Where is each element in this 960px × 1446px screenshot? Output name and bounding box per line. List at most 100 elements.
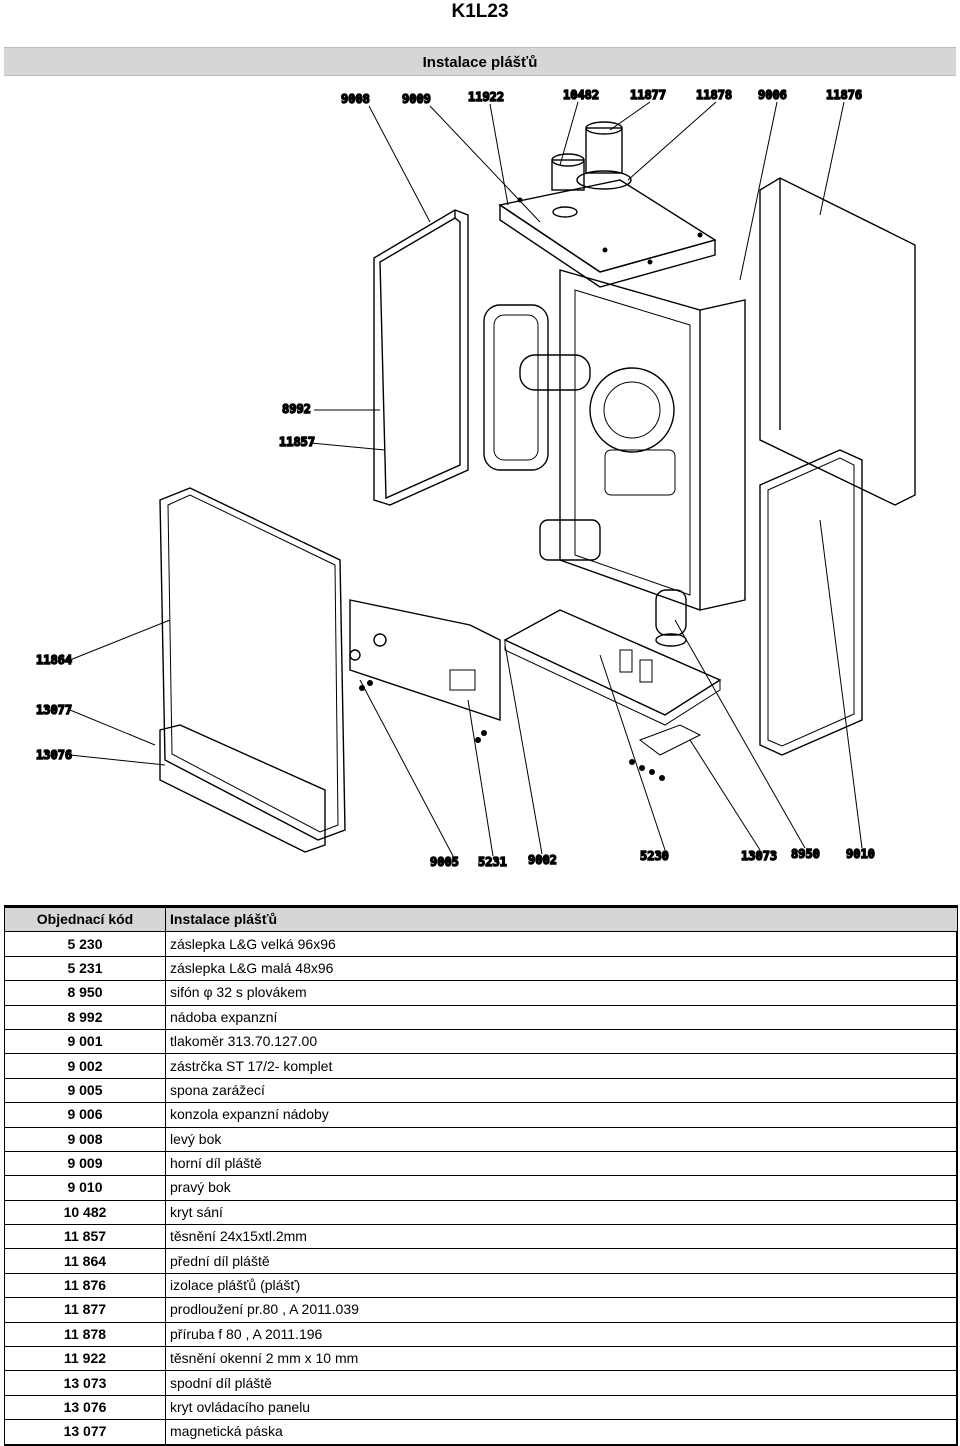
description: příruba f 80 , A 2011.196 xyxy=(165,1321,958,1348)
order-code: 9 010 xyxy=(4,1175,166,1201)
callout-11876: 11876 xyxy=(826,88,862,102)
description: spona zarážecí xyxy=(165,1077,958,1104)
header-order-code: Objednací kód xyxy=(4,904,166,933)
description: nádoba expanzní xyxy=(165,1004,958,1030)
callout-8950: 8950 xyxy=(791,847,820,861)
description: těsnění okenní 2 mm x 10 mm xyxy=(165,1346,958,1372)
bottom-cover-strip xyxy=(159,724,326,853)
top-cover xyxy=(498,179,717,288)
description: pravý bok xyxy=(165,1175,958,1201)
order-code: 11 864 xyxy=(4,1248,166,1274)
bottom-callouts: 9005 5231 9002 5230 13073 8950 9010 xyxy=(429,846,875,869)
left-side-panel xyxy=(373,209,469,506)
order-code: 9 002 xyxy=(4,1053,166,1079)
order-code: 10 482 xyxy=(4,1199,166,1226)
callout-9009: 9009 xyxy=(402,92,431,106)
description: spodní díl pláště xyxy=(165,1370,958,1396)
left-callouts: 8992 11857 11864 13077 13076 xyxy=(35,401,316,762)
description: magnetická páska xyxy=(165,1419,958,1446)
order-code: 9 005 xyxy=(4,1077,166,1104)
callout-9010: 9010 xyxy=(846,847,875,861)
callout-9002: 9002 xyxy=(528,853,557,867)
description: záslepka L&G velká 96x96 xyxy=(165,931,958,957)
screws xyxy=(359,197,703,781)
order-code: 13 073 xyxy=(4,1370,166,1396)
description: zástrčka ST 17/2- komplet xyxy=(165,1053,958,1079)
order-code: 9 001 xyxy=(4,1028,166,1055)
description: levý bok xyxy=(165,1126,958,1152)
order-code: 8 992 xyxy=(4,1004,166,1030)
order-code: 11 878 xyxy=(4,1321,166,1348)
section-title: Instalace plášťů xyxy=(4,47,956,76)
description: kryt sání xyxy=(165,1199,958,1226)
order-code: 13 077 xyxy=(4,1419,166,1446)
callout-11857: 11857 xyxy=(279,435,315,449)
callout-11922: 11922 xyxy=(468,90,504,104)
description: těsnění 24x15xtl.2mm xyxy=(165,1224,958,1250)
callout-9005: 9005 xyxy=(430,855,459,869)
description: prodloužení pr.80 , A 2011.039 xyxy=(165,1297,958,1323)
order-code: 11 857 xyxy=(4,1224,166,1250)
description: horní díl pláště xyxy=(165,1150,958,1177)
order-code: 5 230 xyxy=(4,931,166,957)
description: sifón φ 32 s plovákem xyxy=(165,980,958,1006)
order-code: 8 950 xyxy=(4,980,166,1006)
bottom-tray xyxy=(503,609,722,756)
callout-10482: 10482 xyxy=(563,88,599,102)
siphon xyxy=(655,589,687,647)
flue-pipes xyxy=(551,121,632,191)
callout-5231: 5231 xyxy=(478,855,507,869)
order-code: 9 009 xyxy=(4,1150,166,1177)
callout-11878: 11878 xyxy=(696,88,732,102)
page-title: K1L23 xyxy=(451,1,509,22)
order-code: 9 006 xyxy=(4,1102,166,1128)
callout-11864: 11864 xyxy=(36,653,72,667)
right-side-panel xyxy=(759,449,863,756)
order-code: 11 877 xyxy=(4,1297,166,1323)
exploded-assembly-drawing: 9008 9009 11922 10482 11877 11878 9006 1… xyxy=(0,78,960,878)
callout-8992: 8992 xyxy=(282,402,311,416)
top-callouts: 9008 9009 11922 10482 11877 11878 9006 1… xyxy=(340,87,863,106)
description: přední díl pláště xyxy=(165,1248,958,1274)
header-description: Instalace plášťů xyxy=(165,904,958,933)
callout-13073: 13073 xyxy=(741,849,777,863)
callout-13076: 13076 xyxy=(36,748,72,762)
description: záslepka L&G malá 48x96 xyxy=(165,955,958,982)
callout-9006: 9006 xyxy=(758,88,787,102)
description: kryt ovládacího panelu xyxy=(165,1394,958,1421)
description: tlakoměr 313.70.127.00 xyxy=(165,1028,958,1055)
order-code: 13 076 xyxy=(4,1394,166,1421)
order-code: 11 922 xyxy=(4,1346,166,1372)
callout-13077: 13077 xyxy=(36,703,72,717)
table-header-row: Objednací kód Instalace plášťů xyxy=(4,904,958,933)
order-code: 9 008 xyxy=(4,1126,166,1152)
right-insulation-panel xyxy=(759,177,916,506)
order-code: 11 876 xyxy=(4,1272,166,1299)
expansion-vessel xyxy=(483,304,549,471)
control-panel xyxy=(349,599,501,721)
boiler-body xyxy=(519,269,746,611)
callout-9008: 9008 xyxy=(341,92,370,106)
leader-lines xyxy=(69,101,863,857)
